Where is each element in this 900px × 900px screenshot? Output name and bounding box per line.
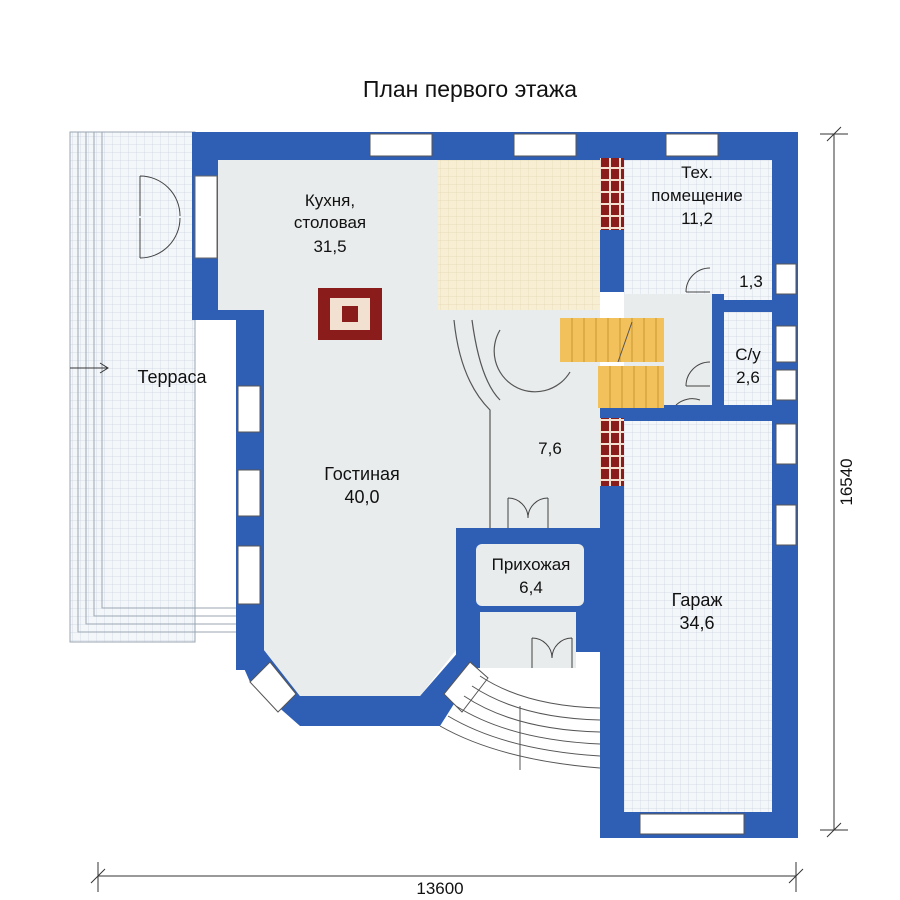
wc-area: 2,6 xyxy=(736,368,760,387)
terrace-name: Терраса xyxy=(137,367,207,387)
kitchen-area: 31,5 xyxy=(313,237,346,256)
garage-area: 34,6 xyxy=(679,613,714,633)
terrace xyxy=(69,131,236,643)
kitchen-name-1: Кухня, xyxy=(305,191,355,210)
living-area: 40,0 xyxy=(344,487,379,507)
tech-name-1: Тех. xyxy=(681,163,713,182)
garage-name: Гараж xyxy=(672,590,723,610)
tech-area: 11,2 xyxy=(681,209,713,228)
windows xyxy=(237,133,797,835)
chimney-lower xyxy=(600,418,624,486)
width-dimension: 13600 xyxy=(416,879,463,898)
wc-name: С/у xyxy=(735,345,761,364)
plan-title: План первого этажа xyxy=(362,76,578,102)
hall-arc xyxy=(453,319,571,528)
entry-steps xyxy=(439,675,601,770)
tech-name-2: помещение xyxy=(651,186,742,205)
entry-name: Прихожая xyxy=(492,555,571,574)
fireplace xyxy=(318,288,382,340)
depth-dimension: 16540 xyxy=(837,458,856,505)
floors xyxy=(218,160,772,812)
doors xyxy=(139,175,711,668)
chimney-upper xyxy=(600,158,624,230)
hall-area: 7,6 xyxy=(538,439,562,458)
room-labels: Кухня, столовая 31,5 Тех. помещение 11,2… xyxy=(137,163,762,633)
dimension-depth xyxy=(820,126,848,838)
entry-area: 6,4 xyxy=(519,578,543,597)
stairs xyxy=(560,318,664,408)
dimension-width xyxy=(90,862,804,892)
small-room-area: 1,3 xyxy=(739,272,763,291)
kitchen-name-2: столовая xyxy=(294,213,366,232)
living-name: Гостиная xyxy=(324,464,400,484)
